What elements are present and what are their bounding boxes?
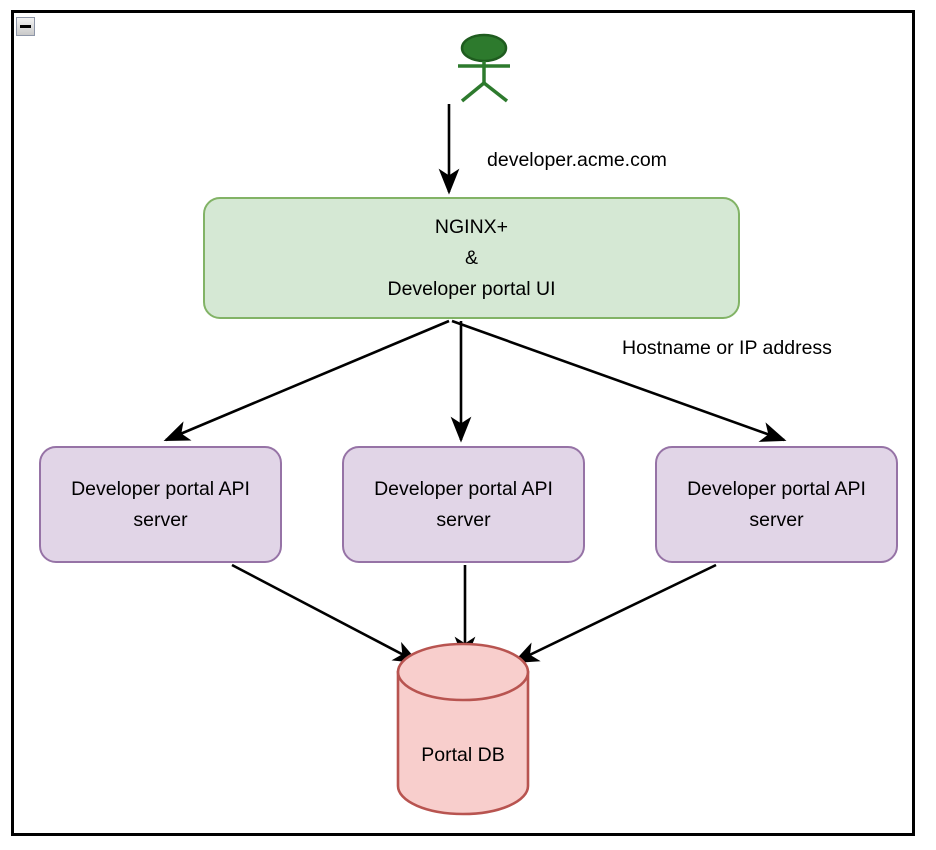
node-portal-db-label: Portal DB <box>421 744 505 766</box>
edge-api-3-to-db <box>512 563 717 664</box>
node-developer-portal-api-server-3[interactable]: Developer portal API server <box>655 446 898 563</box>
minus-icon <box>20 25 31 28</box>
edge-label-domain: developer.acme.com <box>487 149 667 171</box>
edge-label-hostname: Hostname or IP address <box>622 337 832 359</box>
database-cylinder-shape[interactable] <box>396 642 530 816</box>
collapse-toggle-button[interactable] <box>16 17 35 36</box>
node-developer-portal-api-server-2[interactable]: Developer portal API server <box>342 446 585 563</box>
node-developer-portal-api-server-1[interactable]: Developer portal API server <box>39 446 282 563</box>
edge-nginx-to-api-3 <box>451 319 787 442</box>
node-nginx-developer-portal-ui[interactable]: NGINX+ & Developer portal UI <box>203 197 740 319</box>
actor-stick-figure-icon <box>458 33 510 103</box>
edge-api-1-to-db <box>231 563 420 664</box>
edge-nginx-to-api-1 <box>163 319 450 442</box>
